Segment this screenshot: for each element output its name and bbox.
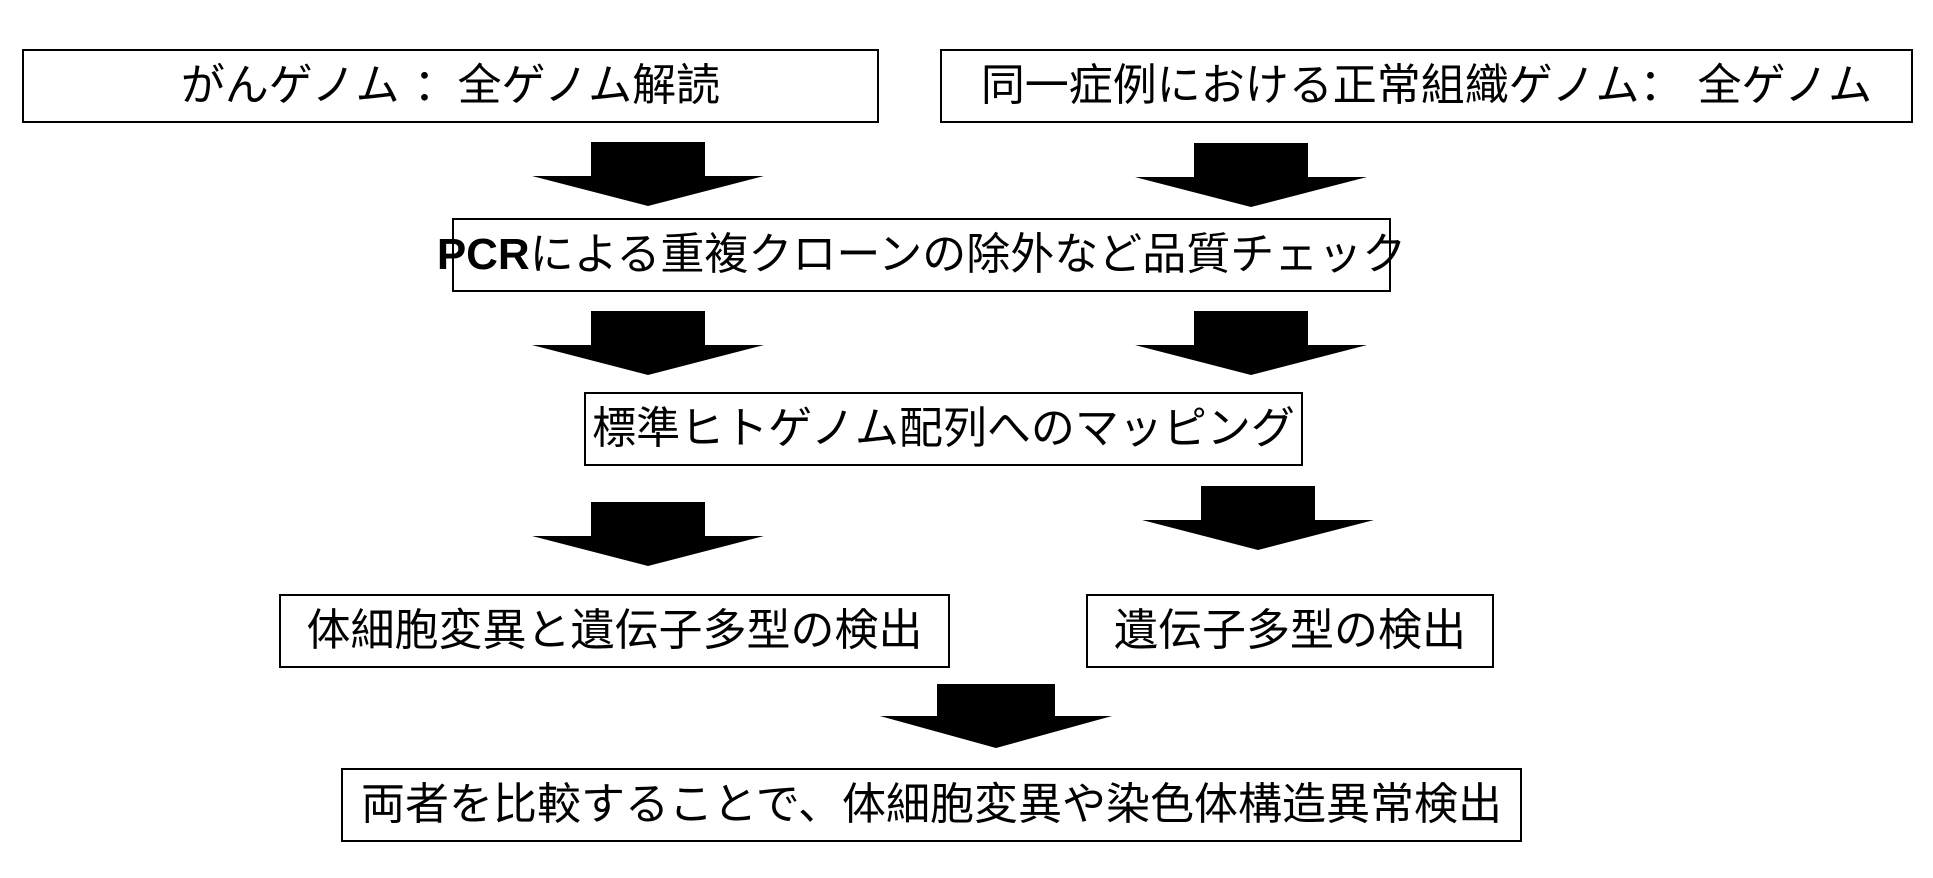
cancer-genome-label: がんゲノム ：全ゲノム解読 [180, 60, 721, 111]
arrow-mapping-to-somatic [532, 502, 764, 566]
polymorphism-box: 遺伝子多型の検出 [1086, 594, 1494, 668]
normal-genome-box: 同一症例における正常組織ゲノム： 全ゲノム [940, 49, 1913, 123]
comparison-box: 両者を比較することで、体細胞変異や染色体構造異常検出 [341, 768, 1522, 842]
mapping-label: 標準ヒトゲノム配列へのマッピング [592, 403, 1295, 454]
polymorphism-label: 遺伝子多型の検出 [1114, 605, 1466, 656]
arrow-qc-left-to-mapping [532, 311, 764, 375]
arrow-normal-to-qc [1135, 143, 1367, 207]
comparison-label: 両者を比較することで、体細胞変異や染色体構造異常検出 [361, 779, 1502, 830]
somatic-polymorphism-label: 体細胞変異と遺伝子多型の検出 [306, 605, 923, 656]
quality-check-text: による重複クローンの除外など品質チェック [529, 229, 1407, 280]
cancer-genome-box: がんゲノム ：全ゲノム解読 [22, 49, 879, 123]
arrow-cancer-to-qc [532, 142, 764, 206]
quality-check-box: PCRによる重複クローンの除外など品質チェック [437, 218, 1406, 292]
somatic-polymorphism-box: 体細胞変異と遺伝子多型の検出 [279, 594, 950, 668]
mapping-box: 標準ヒトゲノム配列へのマッピング [584, 392, 1303, 466]
pcr-label: PCR [436, 230, 530, 279]
quality-check-label: PCRによる重複クローンの除外など品質チェック [437, 233, 1406, 277]
normal-genome-label: 同一症例における正常組織ゲノム： 全ゲノム [980, 60, 1873, 111]
arrow-mapping-to-polymorphism [1142, 486, 1374, 550]
arrow-qc-right-to-mapping [1135, 311, 1367, 375]
arrow-detection-to-comparison [880, 684, 1112, 748]
